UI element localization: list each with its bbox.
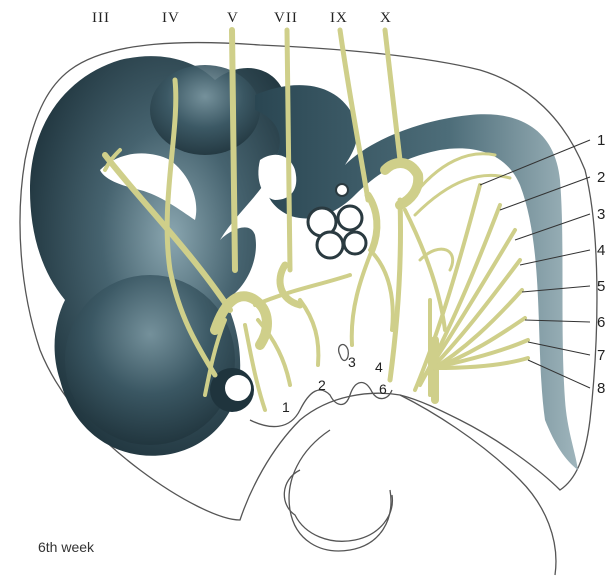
label-IX: IX <box>330 10 348 26</box>
nerve-V <box>232 30 235 270</box>
figure-caption: 6th week <box>38 539 95 555</box>
label-spinal-1: 1 <box>597 132 605 149</box>
label-spinal-4: 4 <box>597 242 605 259</box>
label-spinal-7: 7 <box>597 347 605 364</box>
midbrain-highlight <box>150 65 260 155</box>
hand-plate-outline <box>284 470 392 541</box>
label-arch-1: 1 <box>282 399 290 415</box>
limb-bud-outline <box>289 395 556 575</box>
nerve-VII <box>287 30 290 270</box>
label-X: X <box>380 10 392 26</box>
label-arch-3: 3 <box>348 354 356 370</box>
telencephalon-highlight <box>65 275 235 445</box>
label-spinal-2: 2 <box>597 169 605 186</box>
arch-groove <box>339 345 349 361</box>
label-arch-2: 2 <box>318 377 326 393</box>
label-spinal-3: 3 <box>597 206 605 223</box>
label-V: V <box>227 10 239 26</box>
label-spinal-5: 5 <box>597 278 605 295</box>
label-VII: VII <box>274 10 298 26</box>
label-arch-6: 6 <box>379 381 387 397</box>
label-III: III <box>92 10 110 26</box>
label-IV: IV <box>162 10 180 26</box>
label-spinal-6: 6 <box>597 314 605 331</box>
label-arch-4: 4 <box>375 359 383 375</box>
hindbrain-cord <box>255 85 578 470</box>
label-spinal-8: 8 <box>597 380 605 397</box>
